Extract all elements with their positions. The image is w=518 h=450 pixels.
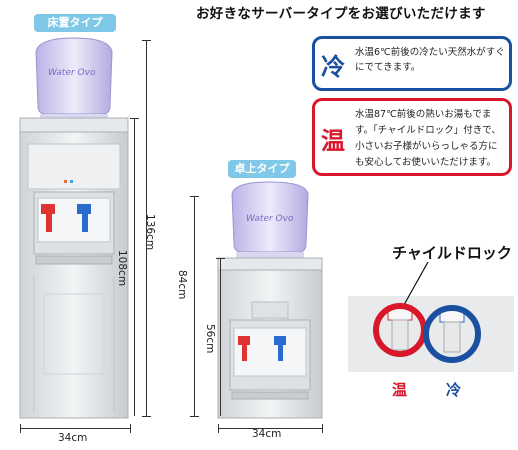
floor-server-illustration: [19, 37, 129, 419]
desk-width-label: 34cm: [252, 428, 282, 440]
page-title: お好きなサーバータイプをお選びいただけます: [196, 6, 486, 22]
floor-body-height-line: [134, 118, 135, 416]
floor-type-tag: 床置タイプ: [34, 14, 116, 32]
desk-body-height-tick-top: [216, 258, 225, 259]
cold-water-info-box: 冷 水温6℃前後の冷たい天然水がすぐにでてきます。: [312, 36, 512, 91]
desk-total-height-tick-top: [190, 196, 199, 197]
desk-width-tick-right: [322, 424, 323, 433]
desk-width-line: [218, 428, 322, 429]
desk-total-height-line: [194, 196, 195, 416]
cold-description: 水温6℃前後の冷たい天然水がすぐにでてきます。: [355, 47, 505, 73]
hot-char: 温: [321, 127, 345, 155]
floor-body-height-label: 108cm: [116, 250, 128, 287]
floor-total-height-tick-top: [142, 40, 151, 41]
floor-width-tick-right: [130, 424, 131, 433]
childlock-cold-label: 冷: [446, 381, 462, 399]
desktop-server-illustration: [217, 181, 323, 419]
floor-total-height-tick-bottom: [142, 416, 151, 417]
childlock-label: チャイルドロック: [392, 244, 512, 262]
desk-total-height-label: 84cm: [176, 270, 188, 300]
desk-total-height-tick-bottom: [190, 416, 199, 417]
desk-width-tick-left: [218, 424, 219, 433]
desk-body-height-line: [220, 258, 221, 416]
childlock-closeup: [348, 262, 514, 372]
floor-body-height-tick-top: [130, 118, 139, 119]
floor-total-height-label: 136cm: [144, 214, 156, 251]
floor-width-line: [20, 428, 130, 429]
floor-width-label: 34cm: [58, 432, 88, 444]
childlock-hot-label: 温: [392, 381, 408, 399]
bottle-logo: Water Ovo: [48, 68, 96, 78]
hot-water-info-box: 温 水温87℃前後の熱いお湯もでます。「チャイルドロック」付きで、小さいお子様が…: [312, 98, 512, 176]
desktop-bottle-logo: Water Ovo: [246, 214, 294, 224]
desk-body-height-label: 56cm: [204, 324, 216, 354]
hot-description: 水温87℃前後の熱いお湯もでます。「チャイルドロック」付きで、小さいお子様がいら…: [355, 109, 501, 168]
desktop-type-tag: 卓上タイプ: [228, 160, 296, 178]
floor-width-tick-left: [20, 424, 21, 433]
floor-total-height-line: [146, 40, 147, 416]
cold-char: 冷: [321, 53, 345, 81]
